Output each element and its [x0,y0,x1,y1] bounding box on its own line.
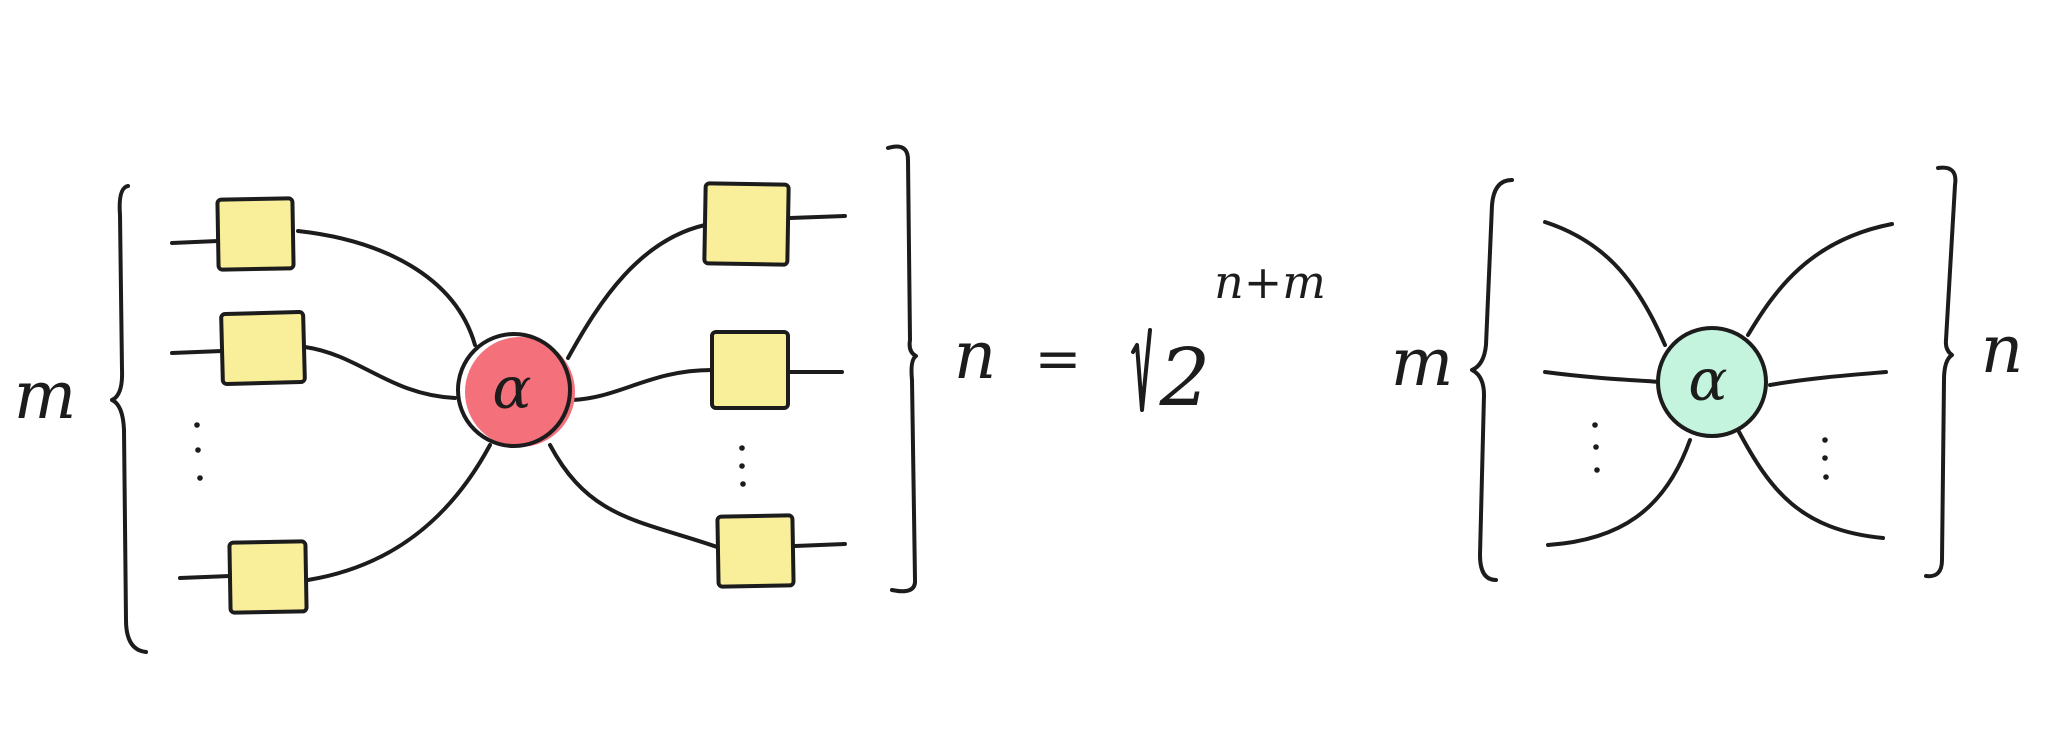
rhs-diagram: α m n [1391,165,2024,582]
hadamard-box [227,539,309,615]
lhs-hadamard-boxes [215,181,796,615]
lhs-diagram: α m n [14,144,997,654]
rhs-label-n: n [1981,311,2024,388]
equals-sign: = [1035,327,1082,392]
rhs-spider: α [1656,326,1768,438]
green-spider-node [1658,328,1766,436]
hadamard-box [219,310,307,386]
rhs-left-brace [1470,178,1514,582]
rhs-right-bracket [1924,165,1958,579]
lhs-spider-label: α [492,354,531,422]
sqrt-radicand: 2 [1159,331,1211,424]
lhs-left-brace [110,184,148,654]
rhs-wires [1543,220,1894,547]
lhs-right-bracket [886,144,918,594]
sqrt-symbol [1131,328,1152,412]
rhs-spider-label: α [1688,346,1727,414]
lhs-right-wires [548,214,847,550]
hadamard-box [715,513,796,589]
hadamard-box [215,196,296,272]
lhs-spider: α [456,332,575,448]
lhs-label-m: m [14,357,77,434]
red-spider-node [465,337,575,447]
lhs-ellipsis-left [194,422,203,481]
hadamard-box [710,330,790,410]
rhs-ellipsis-right [1822,437,1829,480]
rhs-label-m: m [1391,324,1454,401]
lhs-ellipsis-right [739,445,746,487]
lhs-left-wires [170,229,492,582]
equation: = 2 n+m [1035,255,1326,424]
exponent: n+m [1214,255,1326,309]
rhs-ellipsis-left [1592,422,1600,473]
lhs-label-n: n [954,317,997,394]
hadamard-box [702,181,791,267]
